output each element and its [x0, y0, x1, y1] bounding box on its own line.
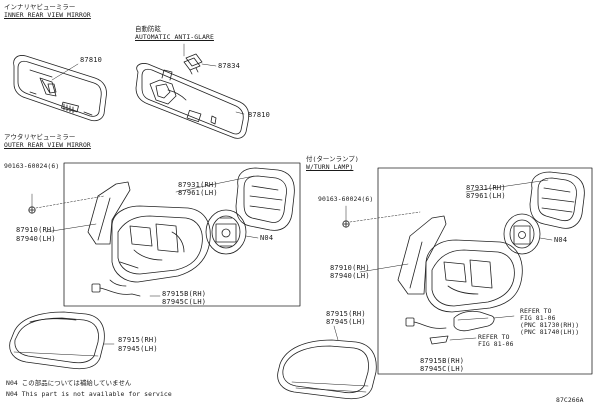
refer-note-1-line-2: FIG 81-06 — [520, 314, 556, 322]
refer-note-2-line-1: REFER TO — [478, 333, 510, 341]
footnote-en: N04 This part is not available for servi… — [6, 390, 172, 398]
bolt-left-label: 90163-60024(6) — [4, 162, 60, 170]
mirror-cap-right-illustration — [277, 325, 377, 400]
part-number-inner-left: 87810 — [80, 56, 103, 64]
part-number-inner-right: 87810 — [248, 111, 271, 119]
cap-left-label-1: 87915(RH) — [118, 336, 158, 344]
outer-mirror-header-jp: アウタリヤビューミラー — [4, 133, 76, 141]
cover-right-label-2: 87945C(LH) — [420, 365, 465, 373]
inner-mirror-header-en: INNER REAR VIEW MIRROR — [4, 11, 91, 19]
outer-mirror-left-frame — [63, 162, 301, 307]
cover-right-label-1: 87915B(RH) — [420, 357, 465, 365]
assy-left-label-2: 87940(LH) — [16, 235, 56, 243]
assy-right-label-1: 87910(RH) — [330, 264, 370, 272]
turn-lamp-header-jp: 付(ターンランプ) — [306, 155, 359, 163]
refer-note-1-line-1: REFER TO — [520, 307, 552, 315]
cap-left-label-2: 87945(LH) — [118, 345, 158, 353]
cover-left-label-1: 87915B(RH) — [162, 290, 207, 298]
cap-right-label-2: 87945(LH) — [326, 318, 366, 326]
anti-glare-label-jp: 自動防眩 — [135, 25, 161, 33]
motor-right-label: N04 — [554, 236, 568, 244]
outer-mirror-right-assembly — [397, 215, 523, 329]
inner-mirror-header-jp: インナリヤビューミラー — [4, 3, 76, 11]
motor-left-label: N04 — [260, 234, 274, 242]
mirror-cap-left-illustration — [9, 311, 115, 370]
cover-left-label-2: 87945C(LH) — [162, 298, 207, 306]
cap-right-label-1: 87915(RH) — [326, 310, 366, 318]
footnote-jp: N04 この部品については補給していません — [6, 379, 132, 387]
glass-left-label-1: 87931(RH) — [178, 181, 218, 189]
inner-mirror-right-illustration — [135, 53, 250, 139]
inner-mirror-left-illustration — [13, 55, 107, 122]
glass-right-label-2: 87961(LH) — [466, 192, 506, 200]
assy-left-label-1: 87910(RH) — [16, 226, 56, 234]
refer-note-2-line-2: FIG 81-06 — [478, 340, 514, 348]
part-number-sensor: 87834 — [218, 62, 241, 70]
bolt-right-icon — [342, 205, 421, 228]
refer-note-1-line-4: (PNC 81740(LH)) — [520, 328, 580, 336]
turn-lamp-illustration — [429, 310, 515, 345]
bolt-left-icon — [28, 193, 105, 214]
refer-note-1-line-3: (PNC 81730(RH)) — [520, 321, 580, 329]
anti-glare-label-en: AUTOMATIC ANTI-GLARE — [135, 33, 214, 41]
outer-mirror-header-en: OUTER REAR VIEW MIRROR — [4, 141, 91, 149]
mirror-glass-right-illustration — [529, 171, 585, 229]
outer-mirror-left-assembly — [87, 181, 211, 297]
glass-left-label-2: 87961(LH) — [178, 189, 218, 197]
diagram-code: 87C266A — [556, 396, 584, 404]
motor-right-illustration — [503, 213, 553, 255]
bolt-right-label: 90163-60024(6) — [318, 195, 374, 203]
mirror-glass-left-illustration — [235, 167, 295, 231]
glass-right-label-1: 87931(RH) — [466, 184, 506, 192]
outer-mirror-right-frame — [377, 167, 593, 375]
assy-right-label-2: 87940(LH) — [330, 272, 370, 280]
motor-left-illustration — [205, 209, 259, 255]
turn-lamp-header-en: W/TURN LAMP) — [306, 163, 354, 171]
